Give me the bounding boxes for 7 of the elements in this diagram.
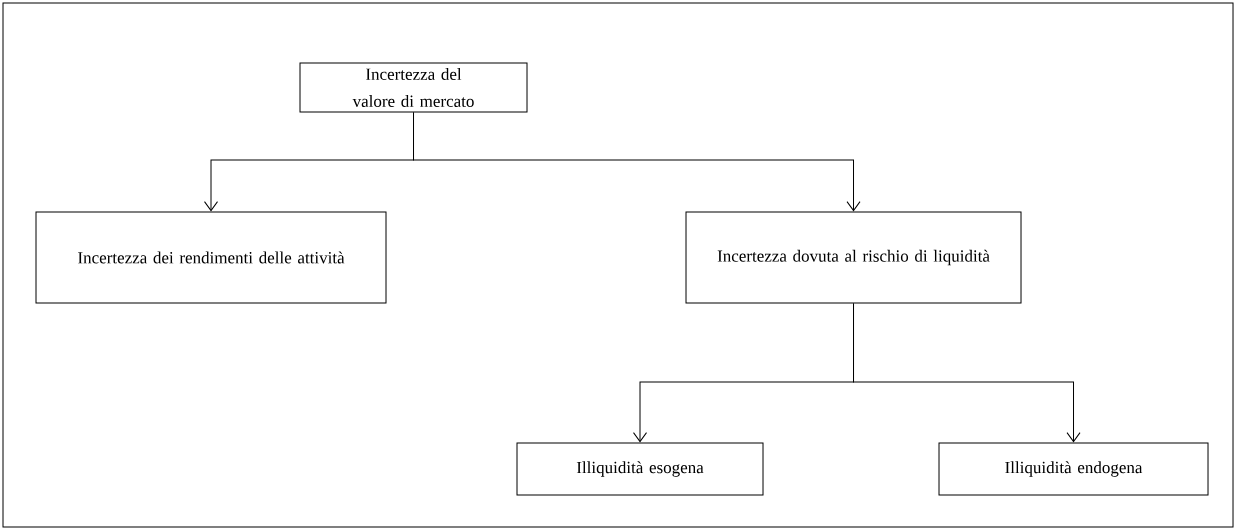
arrow: [413, 112, 861, 212]
arrow: [853, 303, 1081, 443]
box: Illiquidità esogena: [516, 442, 764, 496]
box: Illiquidità endogena: [938, 442, 1209, 496]
box: Incertezza del valore di mercato: [299, 62, 528, 113]
box: Incertezza dei rendimenti delle attività: [35, 211, 387, 304]
box: Incertezza dovuta al rischio di liquidità: [685, 211, 1022, 304]
